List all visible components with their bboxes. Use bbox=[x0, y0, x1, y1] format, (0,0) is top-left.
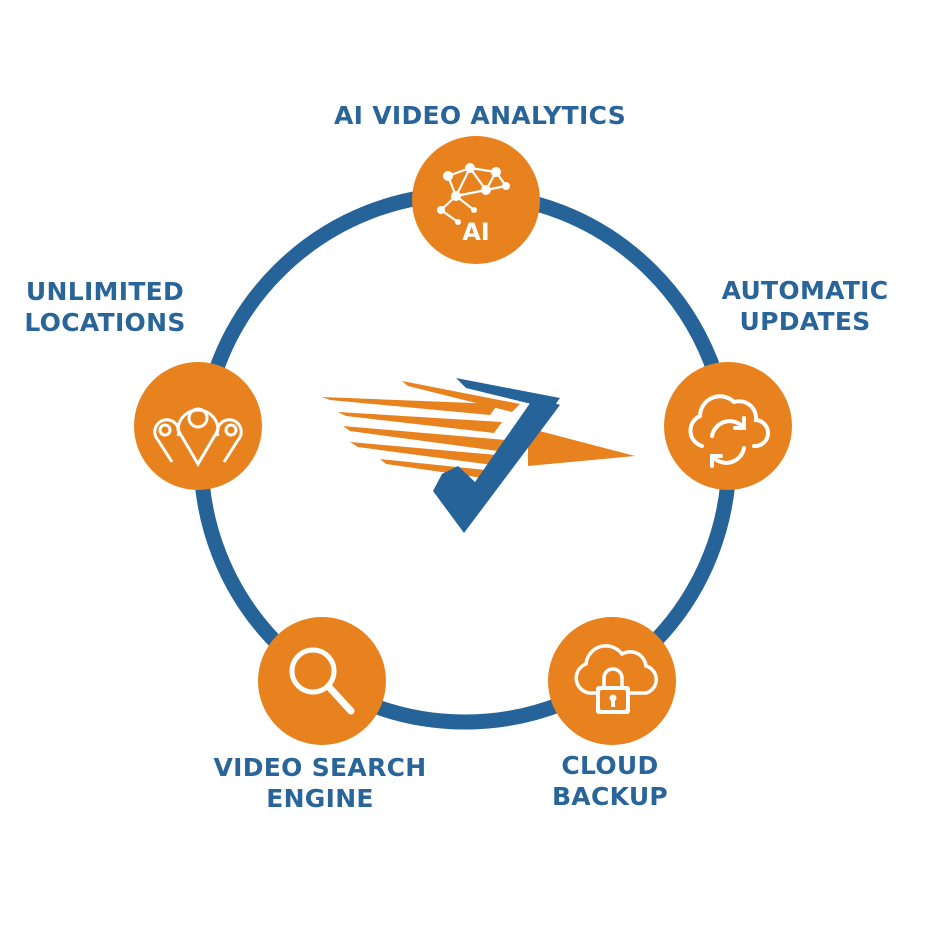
label-video-search-engine: VIDEO SEARCH ENGINE bbox=[205, 752, 435, 814]
logo-checkmark bbox=[433, 396, 560, 533]
label-line: ENGINE bbox=[266, 784, 374, 813]
label-line: AUTOMATIC bbox=[721, 276, 889, 305]
ai-icon-text: AI bbox=[462, 218, 490, 246]
label-line: AI VIDEO ANALYTICS bbox=[333, 101, 627, 130]
label-line: BACKUP bbox=[551, 782, 669, 811]
node-unlimited-locations[interactable] bbox=[134, 362, 262, 490]
label-automatic-updates: AUTOMATIC UPDATES bbox=[715, 275, 895, 337]
label-line: UPDATES bbox=[739, 307, 871, 336]
logo-check-tip bbox=[456, 378, 560, 409]
label-unlimited-locations: UNLIMITED LOCATIONS bbox=[20, 276, 190, 338]
label-line: UNLIMITED bbox=[25, 277, 185, 306]
cloud-lock-icon bbox=[574, 644, 659, 714]
label-cloud-backup: CLOUD BACKUP bbox=[535, 750, 685, 812]
logo-wing-stripes bbox=[322, 381, 635, 480]
label-ai-video-analytics: AI VIDEO ANALYTICS bbox=[330, 100, 630, 131]
cloud-sync-icon bbox=[688, 394, 770, 468]
node-automatic-updates[interactable] bbox=[664, 362, 792, 490]
label-line: LOCATIONS bbox=[24, 308, 186, 337]
node-ai-video-analytics[interactable]: AI bbox=[412, 136, 540, 264]
label-line: CLOUD bbox=[561, 751, 659, 780]
label-line: VIDEO SEARCH bbox=[213, 753, 427, 782]
node-video-search-engine[interactable] bbox=[258, 617, 386, 745]
magnifier-icon bbox=[289, 647, 355, 715]
location-pins-icon bbox=[153, 407, 243, 467]
node-cloud-backup[interactable] bbox=[548, 617, 676, 745]
center-logo bbox=[322, 378, 635, 533]
